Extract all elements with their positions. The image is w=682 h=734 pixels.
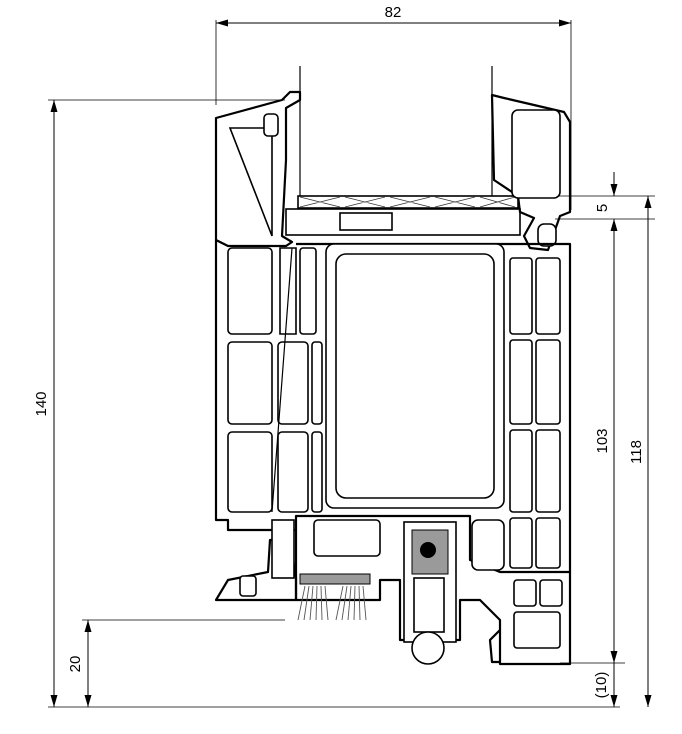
dimension-offset-bottom-left: 20 bbox=[67, 619, 285, 707]
reinforcement-chamber-inner bbox=[335, 253, 495, 499]
weather-bar bbox=[214, 519, 298, 602]
glass-seal-strip bbox=[285, 208, 521, 236]
drop-down-threshold-seal bbox=[403, 521, 457, 665]
chamber-left-slim-1 bbox=[279, 247, 297, 335]
chamber-right-4a bbox=[509, 517, 533, 569]
dimension-label-offset-bracketed: (10) bbox=[593, 672, 610, 699]
chamber-left-narrow-2 bbox=[311, 341, 323, 425]
dimension-height-right-outer: 118 bbox=[628, 196, 652, 707]
chamber-left-2 bbox=[227, 341, 273, 425]
chamber-left-1 bbox=[227, 247, 273, 335]
seal-gasket-bulb bbox=[411, 631, 445, 665]
dimension-label-height: 140 bbox=[33, 391, 50, 416]
chamber-right-4b bbox=[535, 517, 561, 569]
chamber-lower-right bbox=[471, 519, 505, 571]
arrowhead-top bbox=[50, 100, 58, 112]
arrowhead-bottom bbox=[610, 651, 618, 663]
brush-right bbox=[335, 585, 367, 621]
brush-left bbox=[297, 585, 329, 621]
bead-hook bbox=[537, 223, 557, 247]
weather-bar-clip bbox=[239, 575, 257, 597]
chamber-right-2b bbox=[535, 339, 561, 425]
profile-outer-contour bbox=[214, 240, 572, 666]
arrowhead-bottom bbox=[50, 695, 58, 707]
brush-holder bbox=[299, 573, 371, 585]
dimension-label-height-outer: 118 bbox=[628, 440, 645, 464]
bead-outline bbox=[214, 90, 302, 248]
glazing-bead-left bbox=[214, 90, 302, 248]
bottom-hook bbox=[488, 629, 501, 664]
chamber-left-mid-3 bbox=[277, 431, 309, 513]
seal-actuator-pin bbox=[420, 542, 436, 558]
bead-chamber-diagonal bbox=[228, 127, 273, 237]
spacer-hatch bbox=[299, 196, 516, 208]
chamber-bottom-1 bbox=[513, 579, 537, 607]
arrowhead-bottom bbox=[644, 695, 652, 707]
main-profile-body bbox=[214, 240, 572, 666]
dimension-label-width: 82 bbox=[385, 4, 402, 21]
dimension-height-left: 140 bbox=[33, 99, 620, 708]
chamber-left-narrow-1 bbox=[299, 247, 317, 335]
chamber-right-3a bbox=[509, 429, 533, 513]
bead-outline bbox=[490, 93, 572, 252]
seal-slider bbox=[413, 577, 445, 633]
dimension-label-height-inner: 103 bbox=[594, 428, 611, 453]
chamber-left-narrow-3 bbox=[311, 431, 323, 513]
diagonal-rib bbox=[271, 247, 293, 513]
dimension-offset-bottom-right: (10) bbox=[593, 663, 618, 707]
chamber-right-2a bbox=[509, 339, 533, 425]
chamber-bottom-2 bbox=[539, 579, 563, 607]
arrowhead-bottom bbox=[610, 695, 618, 707]
chamber-left-3 bbox=[227, 431, 273, 513]
arrowhead-top bbox=[644, 196, 652, 208]
weather-bar-chamber bbox=[271, 519, 295, 579]
chamber-right-3b bbox=[535, 429, 561, 513]
arrowhead-bottom bbox=[84, 695, 92, 707]
glazing-unit bbox=[285, 66, 521, 236]
chamber-bottom-3 bbox=[513, 611, 561, 649]
glazing-bead-right bbox=[490, 93, 572, 252]
arrowhead-left bbox=[216, 19, 228, 27]
arrowhead-top bbox=[610, 184, 618, 196]
bead-chamber bbox=[511, 109, 561, 199]
chamber-right-1a bbox=[509, 257, 533, 335]
chamber-lower-left bbox=[313, 519, 381, 557]
glass-spacer bbox=[297, 195, 519, 209]
chamber-left-mid-2 bbox=[277, 341, 309, 425]
dimension-label-offset: 5 bbox=[594, 204, 611, 212]
arrowhead-top bbox=[84, 620, 92, 632]
brush-seals bbox=[297, 573, 371, 621]
arrowhead-right bbox=[559, 19, 571, 27]
dimension-label-offset: 20 bbox=[67, 656, 84, 673]
bead-hook bbox=[263, 113, 279, 137]
chamber-right-1b bbox=[535, 257, 561, 335]
glass-clip bbox=[339, 212, 393, 231]
